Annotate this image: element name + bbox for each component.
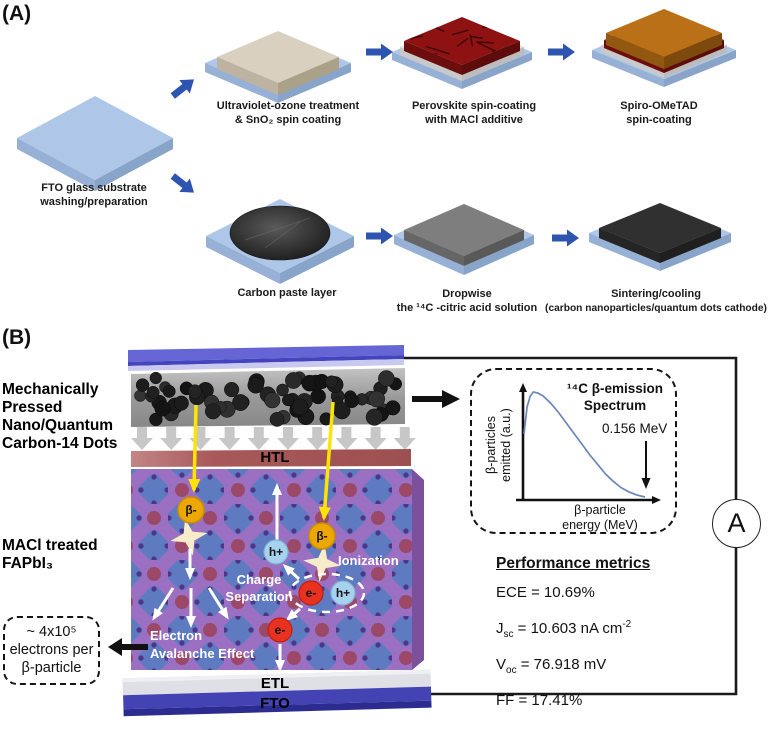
charge-transport-arrows bbox=[152, 483, 301, 672]
hole-badge bbox=[330, 580, 356, 606]
carbon-paste-sheen bbox=[244, 217, 311, 249]
ionization-starburst-icon bbox=[170, 518, 341, 582]
metric-row-voc: Voc = 76.918 mV bbox=[496, 656, 607, 676]
beta-particle-badge bbox=[177, 496, 205, 524]
endpoint-label: 0.156 MeV bbox=[602, 421, 668, 436]
avalanche-output-arrow bbox=[108, 638, 148, 656]
step-caption-spiro: Spiro-OMeTAD spin-coating bbox=[620, 100, 698, 126]
beta-badge-label: β- bbox=[185, 503, 197, 517]
etl-label: ETL bbox=[260, 675, 290, 692]
performance-metrics: Performance metrics ECE = 10.69% Jsc = 1… bbox=[496, 556, 650, 725]
carbon14-dot-particles bbox=[134, 370, 402, 427]
step-caption-carbonpaste: Carbon paste layer bbox=[237, 287, 337, 299]
substrate-slabs bbox=[17, 9, 736, 284]
htl-label: HTL bbox=[260, 449, 290, 466]
macl-fapbi3-label: MACl treated FAPbI₃ bbox=[2, 537, 98, 572]
charge-separation-label: Charge Separation bbox=[225, 572, 293, 604]
step-caption-sintering: Sintering/cooling (carbon nanoparticles/… bbox=[545, 288, 767, 314]
htl-layer bbox=[131, 449, 411, 467]
step-caption-perovskite: Perovskite spin-coating with MACl additi… bbox=[411, 100, 537, 126]
electron-badge bbox=[298, 580, 324, 606]
pressed-dots-label: Mechanically Pressed Nano/Quantum Carbon… bbox=[2, 381, 118, 452]
inset-y-axis-label: β-particles emitted (a.u.) bbox=[484, 408, 513, 482]
fabrication-flow-graphics bbox=[17, 9, 736, 284]
device-schematic-graphics bbox=[108, 345, 738, 717]
hole-badge bbox=[263, 539, 289, 565]
metric-row-ff: FF = 17.41% bbox=[496, 692, 583, 709]
beta-badge-label: β- bbox=[316, 529, 328, 543]
inset-title: ¹⁴C β-emission Spectrum bbox=[567, 381, 663, 413]
electron-badge-label: e- bbox=[274, 623, 286, 637]
panel-a-label: (A) bbox=[2, 2, 32, 25]
electrons-per-beta-box: ~ 4x10⁵ electrons per β-particle bbox=[3, 616, 100, 685]
charge-pair-ellipse bbox=[288, 572, 366, 614]
panel-b-label: (B) bbox=[2, 326, 32, 349]
ammeter-icon: A bbox=[712, 499, 761, 548]
beta-spectrum-chart bbox=[516, 383, 661, 504]
spectrum-curve bbox=[523, 391, 646, 498]
metric-row-ece: ECE = 10.69% bbox=[496, 584, 595, 601]
spectrum-inset-box bbox=[470, 368, 677, 534]
process-flow-arrows bbox=[170, 43, 579, 247]
fto-label: FTO bbox=[260, 695, 290, 712]
ammeter-label: A bbox=[727, 508, 746, 538]
avalanche-label: Electron Avalanche Effect bbox=[150, 628, 255, 661]
step-caption-fto: FTO glass substrate washing/preparation bbox=[40, 182, 148, 208]
top-electrode-layer bbox=[128, 345, 404, 371]
beta-particle-badge bbox=[308, 522, 336, 550]
hole-badge-label: h+ bbox=[335, 586, 351, 600]
electron-badge bbox=[267, 617, 293, 643]
step-caption-uvozone: Ultraviolet-ozone treatment & SnO₂ spin … bbox=[216, 100, 360, 126]
inset-x-axis-label: β-particle energy (MeV) bbox=[562, 503, 638, 532]
electron-badge-label: e- bbox=[305, 586, 317, 600]
metric-row-jsc: Jsc = 10.603 nA cm-2 bbox=[496, 619, 632, 640]
perovskite-layer bbox=[131, 469, 424, 670]
ionization-label: Ionization bbox=[338, 553, 399, 568]
step-caption-dropwise: Dropwise the ¹⁴C -citric acid solution bbox=[396, 288, 538, 314]
press-arrows bbox=[131, 427, 416, 450]
hole-badge-label: h+ bbox=[268, 545, 284, 559]
metrics-title: Performance metrics bbox=[496, 555, 651, 572]
beta-trajectory-arrows bbox=[188, 401, 335, 521]
carbon-paste-blob bbox=[229, 205, 331, 261]
spectrum-pointer-arrow bbox=[412, 390, 460, 408]
etl-fto-layers bbox=[122, 669, 432, 717]
particle-badges bbox=[177, 496, 356, 643]
